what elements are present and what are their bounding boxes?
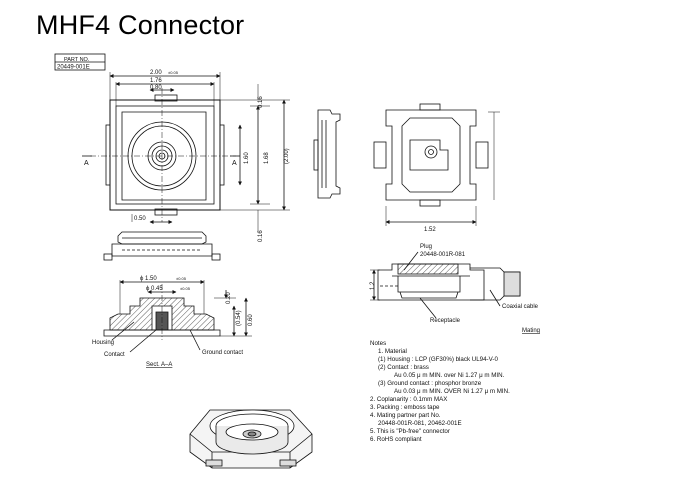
note-line: (3) Ground contact : phosphor bronze — [378, 380, 482, 387]
dim-0-50: 0.50 — [134, 216, 146, 222]
note-line: 6. RoHS compliant — [370, 436, 422, 443]
bottom-view — [373, 103, 500, 226]
label-plug: Plug — [420, 244, 432, 250]
dim-2-00: 2.00 — [150, 70, 162, 76]
dim-1-68: 1.68 — [264, 152, 270, 164]
dim-phi-1-50: ϕ 1.50 — [140, 276, 157, 282]
tol-c: ±0.05 — [180, 286, 191, 291]
label-contact: Contact — [104, 352, 125, 358]
tol-b: ±0.05 — [176, 276, 187, 281]
note-line: (1) Housing : LCP (GF30%) black UL94-V-0 — [378, 356, 498, 363]
label-plug-part: 20448-001R-081 — [420, 252, 466, 258]
dim-0-80: 0.80 — [150, 85, 162, 91]
side-view-profile — [313, 109, 341, 199]
dim-2-00-paren: (2.00) — [284, 148, 290, 164]
label-coaxial-cable: Coaxial cable — [502, 304, 539, 310]
part-box-header: PART NO. — [64, 57, 90, 63]
dim-0-16-top: 0.16 — [258, 96, 264, 108]
label-ground-contact: Ground contact — [202, 350, 243, 356]
dim-1-52: 1.52 — [424, 227, 436, 233]
dim-1-60: 1.60 — [244, 152, 250, 164]
dim-0-20: 0.20 — [226, 292, 232, 304]
note-line: 20448-001R-081, 20462-001E — [378, 420, 462, 427]
part-box-number: 20449-001E — [57, 65, 90, 71]
section-a-a — [103, 280, 252, 353]
note-line: (2) Contact : brass — [378, 364, 429, 371]
notes-block: Notes 1. Material (1) Housing : LCP (GF3… — [370, 340, 510, 444]
side-view-front — [103, 231, 221, 261]
dim-0-60: 0.60 — [248, 314, 254, 326]
note-line: 4. Mating partner part No. — [370, 412, 441, 419]
dim-0-16-bottom: 0.16 — [258, 230, 264, 242]
notes-heading: Notes — [370, 340, 387, 347]
tol-a: ±0.05 — [168, 70, 179, 75]
note-line: Au 0.05 μ m MIN. over Ni 1.27 μ m MIN. — [394, 372, 505, 379]
label-receptacle: Receptacle — [430, 318, 461, 324]
dim-1-2: 1.2 — [370, 281, 376, 290]
note-line: Au 0.03 μ m MIN. OVER Ni 1.27 μ m MIN. — [394, 388, 510, 395]
label-sect-a-a: Sect. A–A — [146, 362, 172, 368]
mating-view — [370, 251, 521, 319]
note-line: 3. Packing : emboss tape — [370, 404, 440, 411]
iso-view — [189, 409, 313, 469]
note-line: 1. Material — [378, 348, 407, 355]
slide-title: MHF4 Connector — [36, 10, 245, 40]
dim-phi-0-45: ϕ 0.45 — [146, 286, 163, 292]
label-housing: Housing — [92, 340, 114, 346]
dim-1-76: 1.76 — [150, 78, 162, 84]
dim-0-54: (0.54) — [236, 310, 242, 326]
section-a-left: A — [84, 160, 89, 167]
note-line: 2. Coplanarity : 0.1mm MAX — [370, 396, 448, 403]
label-mating: Mating — [522, 328, 540, 334]
top-view — [82, 88, 240, 222]
section-a-right: A — [232, 160, 237, 167]
note-line: 5. This is "Pb-free" connector — [370, 428, 450, 435]
